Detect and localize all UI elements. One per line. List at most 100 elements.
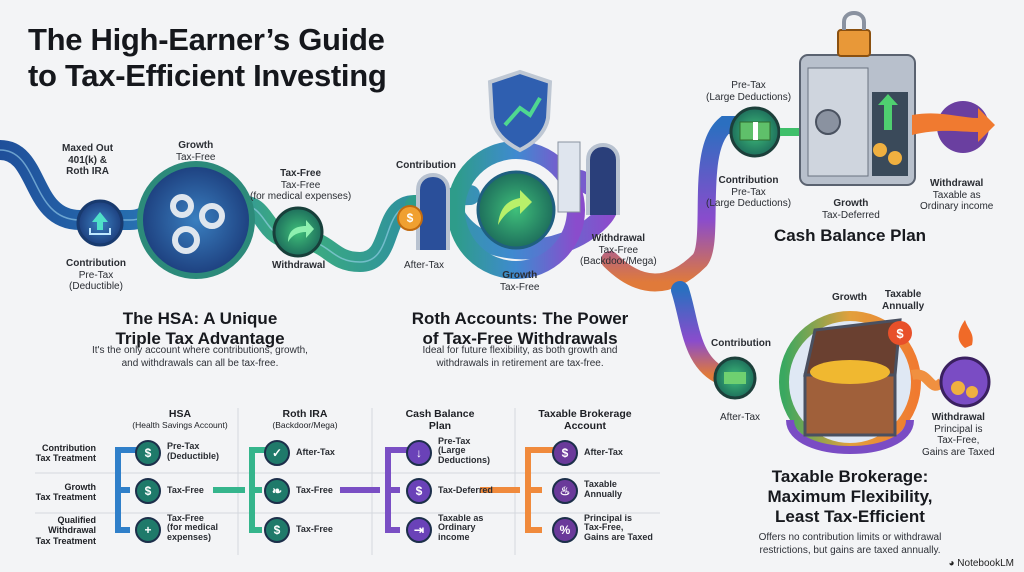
flame-icon — [958, 320, 973, 348]
table-cell-line: Ordinary — [438, 522, 476, 533]
hsa-withdrawal-label: Withdrawal — [272, 260, 326, 271]
hsa-description: It's the only account where contribution… — [92, 345, 308, 369]
table-cell-line: Tax-Free — [296, 484, 333, 495]
table-cell: After-Tax — [584, 446, 623, 458]
cash-top-label: Pre-Tax(Large Deductions) — [706, 80, 792, 103]
table-cell-line: income — [438, 532, 470, 543]
door-out-icon — [586, 143, 620, 215]
dollar-icon: $ — [135, 478, 161, 504]
coin-stack-icon — [939, 356, 991, 408]
table-cell-line: Annually — [584, 488, 623, 499]
brokerage-growth-label: Growth — [832, 292, 867, 303]
notebooklm-brand: ◕ NotebookLM — [948, 558, 1014, 569]
svg-text:$: $ — [407, 211, 414, 225]
padlock-icon — [837, 29, 871, 57]
growth-arrow-icon — [476, 170, 556, 250]
table-cell-line: Principal is — [584, 512, 633, 523]
table-cell-line: Taxable as — [438, 512, 484, 523]
title-line-1: The High-Earner’s Guide — [28, 22, 385, 57]
table-cell-line: Tax-Free — [167, 484, 204, 495]
dollar-clock-icon: $ — [406, 478, 432, 504]
door-in-icon — [416, 173, 450, 250]
hsa-branch-arrows — [115, 447, 140, 533]
dollar-split-icon: % — [552, 517, 578, 543]
table-cell: Tax-Free — [167, 484, 204, 496]
cash-heading: Cash Balance Plan — [773, 226, 927, 245]
column-header-hsa: HSA(Health Savings Account) — [132, 408, 228, 430]
brokerage-heading: Taxable Brokerage:Maximum Flexibility,Le… — [767, 467, 933, 527]
cash-branch-arrows — [340, 447, 408, 533]
coin-icon — [397, 205, 423, 231]
main-connector-path — [601, 116, 754, 292]
medical-cross-icon: + — [135, 517, 161, 543]
growth-gears-icon — [137, 161, 255, 279]
table-cell-line: Taxable — [584, 479, 617, 489]
table-cell-line: After-Tax — [584, 446, 623, 457]
brokerage-branch-arrows — [480, 447, 555, 533]
dollar-hand-icon: $ — [264, 517, 290, 543]
treasure-chest-icon — [803, 318, 902, 437]
roth-branch-arrows — [213, 447, 270, 533]
leaf-icon: ❧ — [264, 478, 290, 504]
table-cell-line: Gains are Taxed — [584, 532, 653, 543]
svg-text:$: $ — [896, 326, 904, 341]
flame-dollar-icon — [888, 321, 912, 345]
table-cell-line: (Deductible) — [167, 450, 220, 461]
withdrawal-orange-arrow-icon — [912, 108, 995, 142]
column-header-roth: Roth IRA(Backdoor/Mega) — [272, 408, 338, 430]
title-line-2: to Tax-Efficient Investing — [28, 57, 387, 93]
roth-description: Ideal for future flexibility, as both gr… — [422, 345, 618, 369]
table-cell-line: Tax-Deferred — [438, 484, 493, 495]
table-cell-line: Deductions) — [438, 455, 491, 466]
table-cell: Tax-Free — [296, 484, 333, 496]
table-cell: Pre-Tax(Deductible) — [167, 441, 220, 462]
download-icon: ↓ — [406, 440, 432, 466]
table-cell: Tax-Deferred — [438, 484, 493, 496]
safe-icon — [799, 54, 916, 186]
flame-icon: ♨ — [552, 478, 578, 504]
brokerage-contribution-label: Contribution — [711, 338, 771, 349]
table-cell-line: Pre-Tax — [167, 441, 200, 451]
roth-contribution-label: Contribution — [396, 160, 456, 171]
table-cell-line: After-Tax — [296, 446, 335, 457]
table-cell: Tax-Free — [296, 524, 333, 535]
dollar-hand-icon: $ — [552, 440, 578, 466]
exit-icon: ⇥ — [406, 517, 432, 543]
table-cell-line: Pre-Tax — [438, 435, 471, 446]
table-cell: After-Tax — [296, 446, 335, 458]
brand-label: NotebookLM — [957, 558, 1014, 569]
brokerage-after-tax-label: After-Tax — [720, 412, 761, 423]
table-cell-line: Tax-Free — [167, 512, 204, 523]
table-cell-line: (Large — [438, 445, 466, 456]
table-cell-line: Tax-Free, — [584, 522, 624, 533]
table-cell-line: (for medical — [167, 522, 219, 533]
dollar-down-icon: $ — [135, 440, 161, 466]
table-cell-line: expenses) — [167, 532, 212, 543]
check-hand-icon: ✓ — [264, 440, 290, 466]
